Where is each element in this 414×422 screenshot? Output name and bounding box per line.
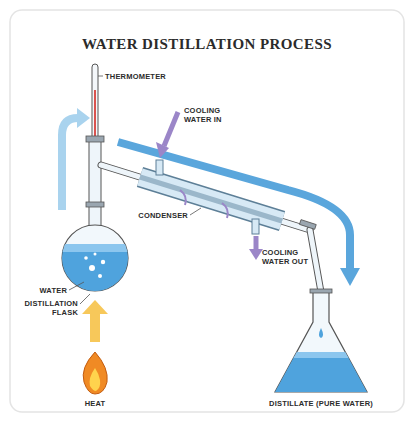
part-label: CONDENSER xyxy=(138,211,188,220)
leader-line xyxy=(98,76,103,77)
bubble xyxy=(98,274,102,278)
bubble xyxy=(101,260,105,264)
bubble xyxy=(94,253,97,256)
drop xyxy=(319,328,323,338)
card xyxy=(10,10,404,412)
heat-arrow xyxy=(90,312,100,342)
part-label: DISTILLATE (PURE WATER) xyxy=(269,399,373,408)
water-out-arrow xyxy=(254,236,259,250)
distillate-surface xyxy=(270,352,370,358)
water-in-arrow xyxy=(164,112,178,146)
title: WATER DISTILLATION PROCESS xyxy=(0,36,414,53)
water-outlet xyxy=(252,219,259,234)
leader-line xyxy=(69,282,84,290)
flow-arrow-head xyxy=(340,268,360,286)
adapter-outline xyxy=(310,230,321,292)
flask-water xyxy=(60,250,130,300)
water-in-arrow-head xyxy=(156,142,169,158)
part-label: WATER xyxy=(39,286,67,295)
vapor-arrow-head xyxy=(77,108,90,128)
flask-water-surface xyxy=(60,244,130,252)
flame xyxy=(83,352,107,394)
joint-clamp xyxy=(299,220,316,230)
leader-line xyxy=(190,208,201,215)
part-label: COOLING WATER IN xyxy=(184,106,232,124)
water-inlet xyxy=(156,160,163,175)
heat-arrow-head xyxy=(82,300,108,314)
water-out-arrow-head xyxy=(249,249,263,260)
still-head xyxy=(89,138,101,228)
inner-tube-outline xyxy=(101,165,310,230)
flow-mark xyxy=(222,203,228,218)
flame-core xyxy=(90,368,101,391)
adapter xyxy=(310,230,321,292)
leader-line xyxy=(80,294,90,304)
part-label: COOLING WATER OUT xyxy=(262,248,314,266)
vapor-arrow xyxy=(62,118,78,210)
bubble xyxy=(89,265,95,271)
stopper xyxy=(86,136,104,142)
part-label: THERMOMETER xyxy=(105,72,166,81)
flask-rim xyxy=(310,289,332,293)
distillate-liquid xyxy=(270,356,370,396)
joint-clamp xyxy=(86,202,104,207)
bubble xyxy=(84,256,88,260)
part-label: DISTILLATION FLASK xyxy=(16,299,78,317)
flow-mark xyxy=(180,190,186,205)
part-label: HEAT xyxy=(85,399,106,408)
inner-tube xyxy=(101,165,310,230)
